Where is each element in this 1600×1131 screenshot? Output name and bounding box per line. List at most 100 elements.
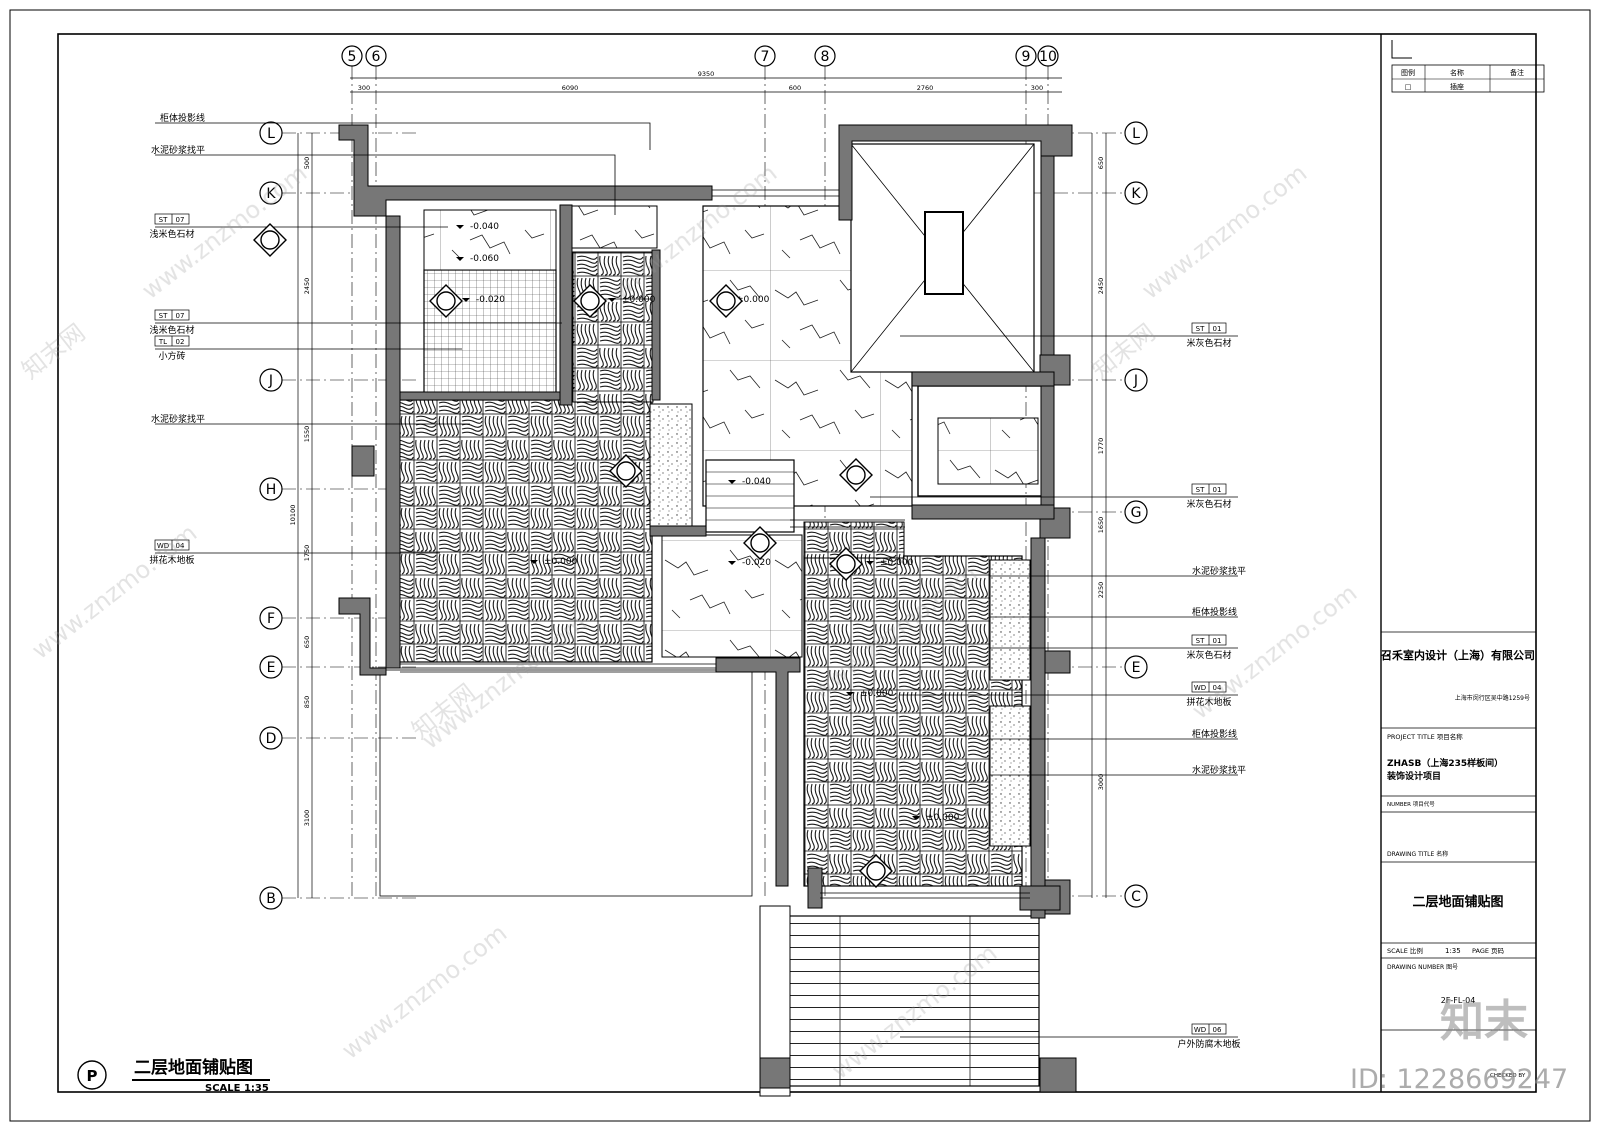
screed-cabinet-1 [989, 559, 1031, 681]
stair-inner-steps [706, 471, 794, 521]
grid-bubble-col-9 [1015, 45, 1037, 67]
grid-bubble-col-10 [1037, 45, 1059, 67]
scale-label: SCALE 比例 [1387, 946, 1423, 955]
grid-label-row-left: H [266, 482, 277, 498]
grid-label-col: 8 [821, 49, 830, 65]
elevation-markers: -0.040-0.060-0.020±0.000±0.000±0.000±0.0… [456, 222, 960, 823]
material-note: 水泥砂浆找平 [1192, 764, 1246, 776]
dim-right-segment: 1770 [1097, 438, 1105, 455]
inner-border [57, 33, 1537, 1093]
grid-label-col: 5 [348, 49, 357, 65]
material-code: WD [1194, 1026, 1206, 1034]
material-code: WD [1194, 684, 1206, 692]
grid-label-row-left: D [266, 731, 277, 747]
grid-bubble-row-F [259, 606, 283, 630]
floor-areas [379, 143, 1045, 1087]
grid-label-col: 9 [1022, 49, 1031, 65]
legend-header-2: 名称 [1450, 68, 1464, 77]
dim-right-segment: 1650 [1097, 517, 1105, 534]
dim-left-segment: 650 [303, 636, 311, 648]
grid-bubble-row-E [259, 655, 283, 679]
elevation-value: -0.020 [742, 558, 771, 568]
material-num: 07 [176, 312, 185, 320]
grid-bubble-row-right-C [1124, 884, 1148, 908]
dim-top-total: 9350 [698, 70, 715, 78]
leader-line-left [155, 154, 616, 215]
parquet-living [393, 399, 653, 663]
material-num: 01 [1213, 637, 1222, 645]
grid-label-row-left: E [267, 660, 276, 676]
grid-bubble-row-right-L [1124, 121, 1148, 145]
legend-header-1: 图例 [1401, 68, 1415, 77]
material-code: ST [159, 216, 168, 224]
watermark-brand-2: 知末网 [1086, 318, 1160, 384]
outer-border [9, 9, 1591, 1122]
screed-cabinet-2 [989, 705, 1031, 847]
legend-name: 插座 [1450, 82, 1464, 91]
material-name: 米灰色石材 [1186, 337, 1231, 349]
elevation-triangle-icon [866, 561, 874, 565]
watermark-site-8: www.znzmo.com [336, 919, 512, 1065]
stair-core [924, 211, 964, 295]
company-address: 上海市闵行区吴中路1259号 [1455, 694, 1530, 702]
title-block: 图例 名称 备注 □ 插座 召禾室内设计（上海）有限公司 上海市闵行区吴中路12… [1381, 40, 1545, 1079]
grid-bubble-row-D [259, 726, 283, 750]
grid-bubble-row-right-G [1124, 500, 1148, 524]
material-num: 02 [176, 338, 185, 346]
dim-left-segment: 3100 [303, 810, 311, 827]
material-name: 浅米色石材 [149, 228, 194, 240]
dim-left-segment: 2450 [303, 278, 311, 295]
dim-left-segment: 500 [303, 157, 311, 169]
walls [338, 124, 1077, 1097]
grid-label-row-right: L [1132, 126, 1140, 142]
elevation-value: ±0.000 [622, 295, 656, 305]
dim-top-segment: 300 [1031, 84, 1043, 92]
window-lines [400, 189, 1030, 899]
grid-label-col: 7 [761, 49, 770, 65]
legend-header-3: 备注 [1510, 68, 1524, 77]
material-num: 07 [176, 216, 185, 224]
material-num: 04 [1213, 684, 1222, 692]
watermark-brand-1: 知末网 [16, 318, 90, 384]
drawing-number-label: DRAWING NUMBER 图号 [1387, 964, 1458, 971]
project-title-label: PROJECT TITLE 项目名称 [1387, 732, 1463, 741]
grid-label-row-left: L [267, 126, 275, 142]
project-name: ZHASB（上海235样板间） [1387, 757, 1503, 769]
material-num: 01 [1213, 486, 1222, 494]
grid-bubble-row-H [259, 477, 283, 501]
elevation-triangle-icon [912, 816, 920, 820]
elevation-value: ±0.000 [736, 295, 770, 305]
grid-label-col: 6 [372, 49, 381, 65]
dim-right-segment: 2450 [1097, 278, 1105, 295]
material-note: 水泥砂浆找平 [151, 413, 205, 425]
elevation-value: ±0.000 [880, 558, 914, 568]
checked-by-label: CHECKED BY [1490, 1073, 1526, 1079]
dim-left-total: 10100 [289, 505, 297, 526]
grid-bubble-row-L [259, 121, 283, 145]
grid-bubble-col-8 [814, 45, 836, 67]
grid-bubble-row-right-K [1124, 181, 1148, 205]
dim-right-segment: 650 [1097, 157, 1105, 169]
drawing-title: 二层地面铺贴图 [1412, 894, 1503, 910]
grid-bubble-row-right-J [1124, 368, 1148, 392]
plan-scale: SCALE 1:35 [205, 1083, 269, 1094]
legend-table [1391, 64, 1545, 93]
elevation-value: ±0.000 [544, 557, 578, 567]
elevation-value: -0.060 [470, 254, 499, 264]
leaders-left [155, 122, 651, 554]
grid-label-row-right: E [1132, 660, 1141, 676]
watermark-site-4: www.znzmo.com [26, 519, 202, 665]
grid-bubble-row-J [259, 368, 283, 392]
grid-bubble-row-right-E [1124, 655, 1148, 679]
dimension-lines [297, 77, 1107, 898]
material-code: ST [1196, 325, 1205, 333]
plan-marker: P [87, 1067, 98, 1085]
elevation-triangle-icon [728, 480, 736, 484]
marble-landing [661, 534, 803, 658]
material-num: 06 [1213, 1026, 1222, 1034]
material-name: 米灰色石材 [1186, 649, 1231, 661]
grid-label-row-right: K [1131, 186, 1141, 202]
dim-right-segment: 3000 [1097, 774, 1105, 791]
